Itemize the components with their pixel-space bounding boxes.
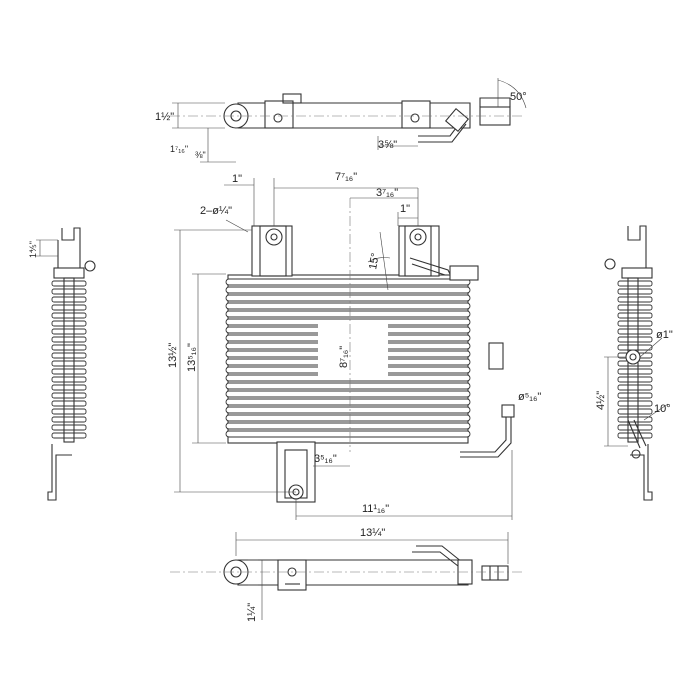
right-fin-stack	[617, 280, 653, 439]
right-angle-label: 10°	[654, 403, 671, 415]
height-inner-label: 13⁵₁₆"	[186, 343, 198, 372]
inner-span-label: 3⁷₁₆"	[376, 187, 398, 199]
mount-holes-label: 2–ø¼"	[200, 205, 232, 217]
top-offset-a-label: 1⁷₁₆"	[170, 144, 188, 154]
bottom-view: 13¼" 1¼"	[170, 527, 525, 622]
left-side-view: 1⅘"	[28, 227, 96, 501]
fitting-dia-label: ø⁵₁₆"	[518, 391, 541, 403]
top-view: 1½" 1⁷₁₆" ⅜" 3⅝" 50°	[155, 78, 527, 163]
tube-angle-label: 15°	[367, 252, 382, 270]
overall-span-label: 7⁷₁₆"	[335, 171, 357, 183]
top-height-label: 1½"	[155, 111, 174, 123]
center-height-label: 8⁷₁₆"	[338, 346, 350, 368]
front-view: 1" 7⁷₁₆" 3⁷₁₆" 1" 2–ø¼" 13½" 13⁵₁₆" 8⁷₁₆…	[167, 171, 541, 520]
hole-spacing-left-label: 1"	[232, 173, 242, 185]
left-top-offset-label: 1⅘"	[28, 241, 38, 258]
right-side-view: ø1" 4½" 10°	[595, 225, 673, 501]
height-outer-label: 13½"	[167, 343, 179, 368]
top-offset-b-label: ⅜"	[195, 150, 206, 160]
bottom-width-label: 13¼"	[360, 527, 385, 539]
left-fin-stack	[51, 280, 87, 439]
top-inlet-offset-label: 3⅝"	[378, 139, 397, 151]
top-angle-label: 50°	[510, 91, 527, 103]
bottom-span-label: 11¹₁₆"	[362, 503, 389, 515]
bottom-height-label: 1¼"	[246, 603, 258, 622]
port-dia-label: ø1"	[656, 329, 673, 341]
hole-spacing-right-label: 1"	[400, 203, 410, 215]
bottom-offset-label: 3⁵₁₆"	[314, 453, 337, 465]
port-height-label: 4½"	[595, 391, 607, 410]
